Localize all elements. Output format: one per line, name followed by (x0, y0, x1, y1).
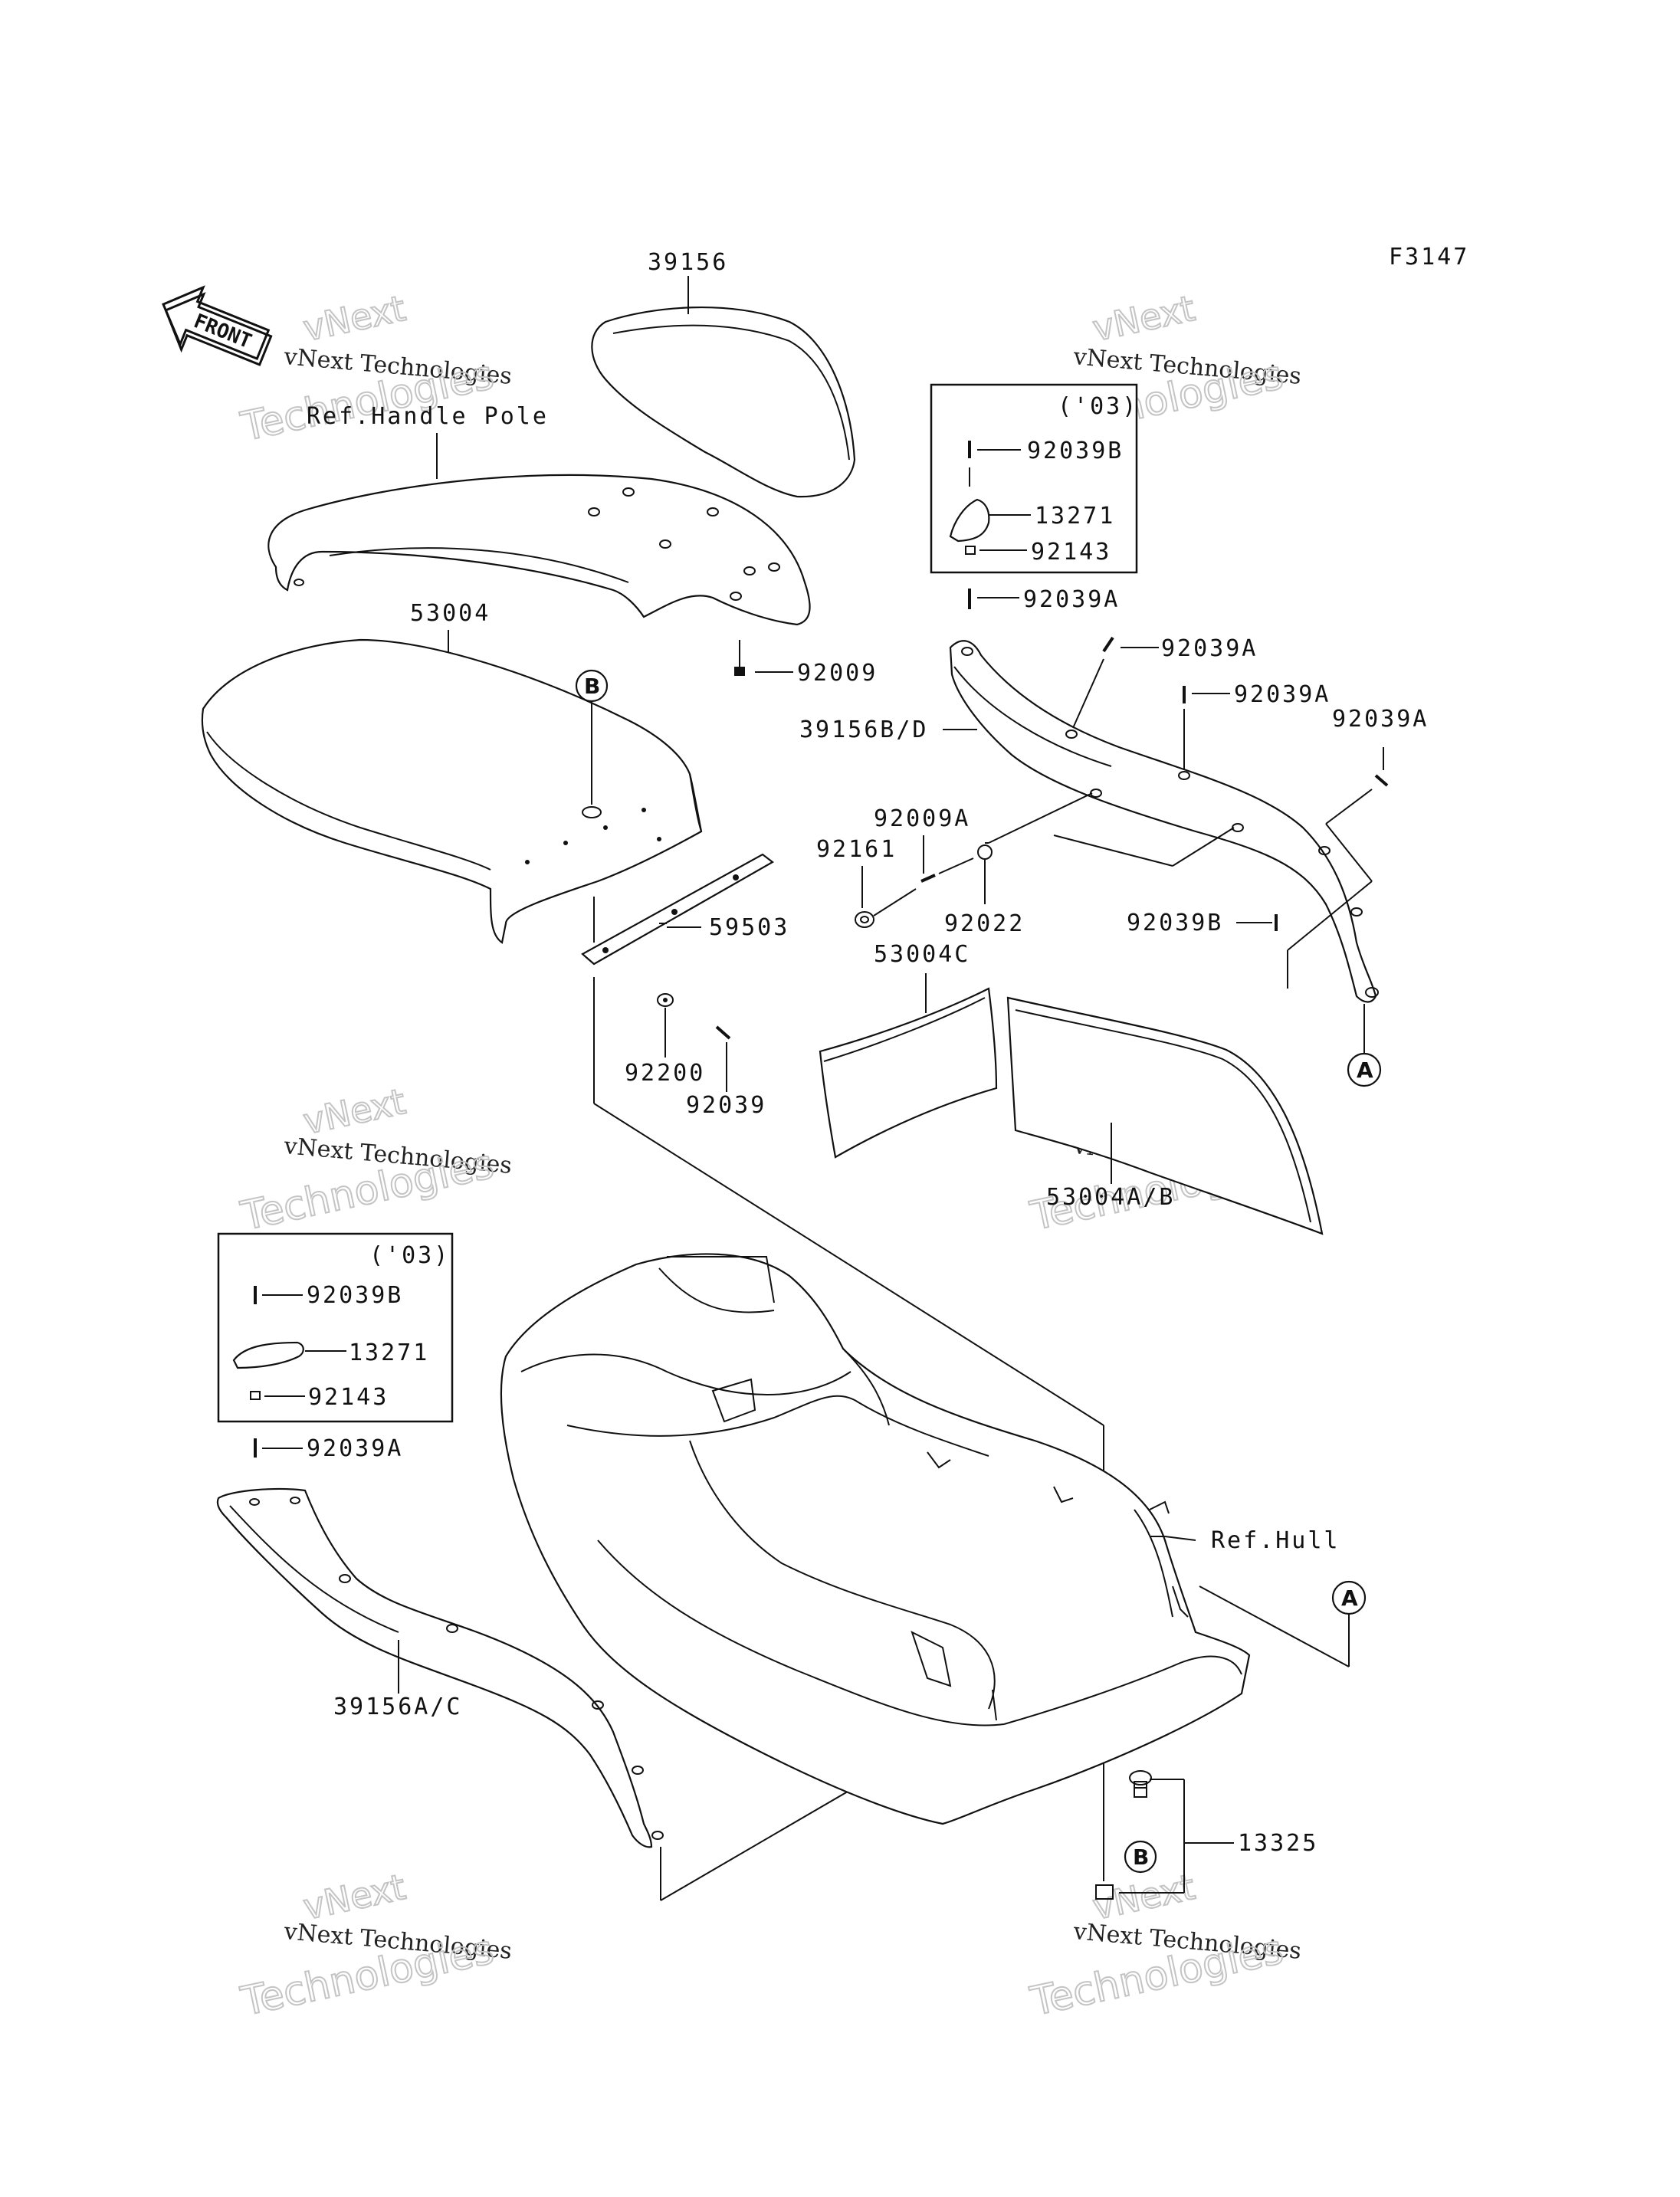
front-arrow-icon: FRONT (162, 285, 273, 366)
side-cover-39156bd (949, 640, 1379, 1003)
bracket-13271-icon (232, 1341, 304, 1369)
callout-b-top: B (575, 669, 609, 703)
label-92009a: 92009A (874, 805, 970, 832)
mat-53004ab (1006, 996, 1324, 1235)
watermark-vnext-text: vNext (300, 287, 409, 349)
label-39156: 39156 (648, 249, 728, 276)
watermark-bottom-right: vNext vNext Technologies Technologies (1025, 1865, 1302, 2026)
svg-text:A: A (1357, 1058, 1373, 1083)
bolt-92009-icon (734, 640, 745, 676)
ref-handle-pole-label: Ref.Handle Pole (307, 403, 549, 430)
label-92039a-3: 92039A (1234, 681, 1331, 708)
inset-item-13271: 13271 (1035, 503, 1115, 530)
figure-code: F3147 (1389, 244, 1469, 271)
washer-92161-icon (855, 911, 874, 928)
washer-92022-icon (977, 844, 993, 860)
washer-92200-icon (657, 993, 674, 1007)
mat-53004c (819, 987, 998, 1159)
callout-a-top: A (1347, 1052, 1382, 1087)
label-53004: 53004 (410, 600, 491, 627)
inset-item-92039b: 92039B (307, 1282, 403, 1309)
inset-box-03-left: ('03) 92039B 13271 92143 (217, 1232, 454, 1423)
label-39156bd: 39156B/D (799, 716, 929, 743)
watermark-bottom-left: vNext vNext Technologies Technologies (236, 1865, 513, 2026)
label-13325: 13325 (1238, 1830, 1318, 1857)
watermark-vnext-text: vNext (300, 1080, 409, 1143)
label-92039a-5: 92039A (307, 1435, 403, 1462)
inset-year-label: ('03) (369, 1242, 450, 1269)
label-92039a-1: 92039A (1023, 586, 1120, 613)
label-92161: 92161 (816, 836, 897, 863)
label-92039b: 92039B (1127, 910, 1223, 936)
svg-text:A: A (1341, 1585, 1358, 1611)
clip-92039-icon (715, 1025, 731, 1040)
svg-text:B: B (584, 674, 600, 699)
watermark-mid-left: vNext vNext Technologies Technologies (236, 1080, 513, 1241)
label-92022: 92022 (944, 910, 1025, 937)
inset-box-03-top: ('03) 92039B 13271 92143 (930, 383, 1138, 574)
nut-13325-icon (1095, 1884, 1114, 1900)
label-92039a-4: 92039A (1332, 706, 1429, 733)
part-39156-pad (591, 306, 856, 498)
nut-92143-icon (965, 546, 976, 555)
mat-53004 (201, 638, 703, 944)
inset-year-label: ('03) (1058, 393, 1138, 420)
watermark-vnext-text: vNext (300, 1866, 409, 1928)
nut-92143-icon (250, 1391, 261, 1400)
inset-item-13271: 13271 (349, 1340, 429, 1366)
ref-hull-label: Ref.Hull (1211, 1527, 1340, 1554)
label-92039: 92039 (686, 1092, 766, 1119)
handle-pole-cover (267, 474, 811, 626)
label-53004c: 53004C (874, 941, 970, 968)
bracket-13271-icon (949, 498, 990, 543)
callout-b-bottom: B (1124, 1840, 1157, 1874)
inset-item-92143: 92143 (308, 1384, 389, 1411)
label-53004ab: 53004A/B (1046, 1184, 1176, 1211)
watermark-vnext-text: vNext (1089, 287, 1199, 349)
inset-item-92039b: 92039B (1027, 438, 1124, 464)
plug-13325-icon (1129, 1770, 1152, 1798)
screw-92009a-icon (920, 874, 936, 883)
hull-ref (500, 1253, 1251, 1825)
strip-59503 (581, 853, 774, 966)
label-92039a-2: 92039A (1161, 635, 1258, 662)
label-92009: 92009 (797, 660, 878, 687)
svg-text:B: B (1133, 1844, 1149, 1870)
watermark-vnext-text: vNext (1089, 1866, 1199, 1928)
label-59503: 59503 (709, 914, 789, 941)
label-39156ac: 39156A/C (333, 1694, 463, 1720)
inset-item-92143: 92143 (1031, 539, 1111, 566)
side-cover-39156ac (216, 1487, 664, 1848)
callout-a-bottom: A (1331, 1580, 1367, 1615)
label-92200: 92200 (625, 1060, 705, 1087)
